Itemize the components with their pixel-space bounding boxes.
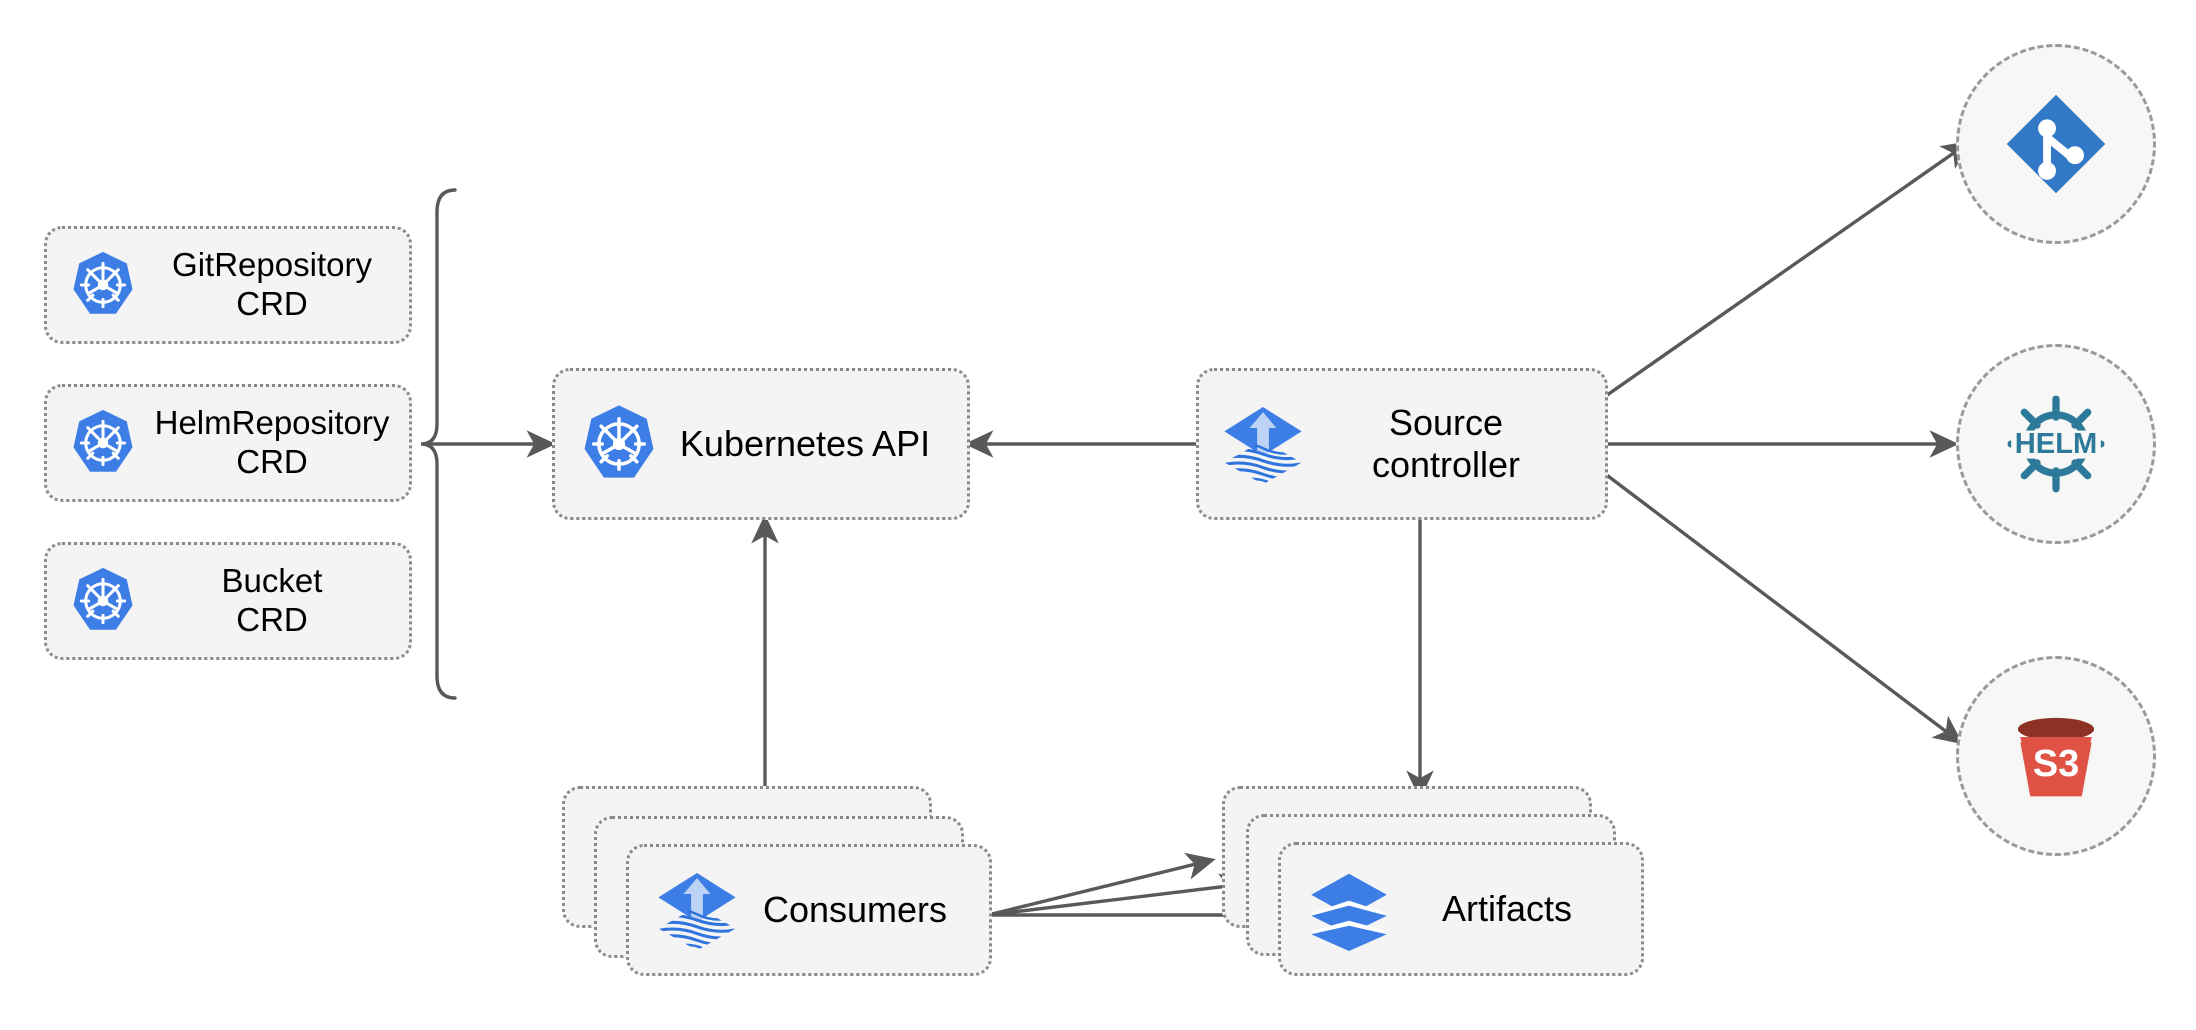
git-icon bbox=[2000, 88, 2112, 200]
edge-consumers-to-artifacts-top bbox=[987, 852, 1216, 917]
source-circle-helm[interactable]: HELM bbox=[1956, 344, 2156, 544]
node-consumers[interactable]: Consumers bbox=[562, 786, 992, 976]
consumers-stack-front[interactable]: Consumers bbox=[626, 844, 992, 976]
crd-card-bucket[interactable]: Bucket CRD bbox=[44, 542, 412, 660]
helm-icon: HELM bbox=[2000, 388, 2112, 500]
crd-group-brace bbox=[420, 188, 457, 700]
layers-icon bbox=[1307, 867, 1391, 951]
node-artifacts[interactable]: Artifacts bbox=[1222, 786, 1652, 976]
flux-icon bbox=[655, 868, 739, 952]
node-label: Consumers bbox=[762, 889, 948, 930]
edge-consumers-to-artifacts-mid bbox=[987, 873, 1249, 917]
crd-card-label: GitRepository CRD bbox=[172, 246, 372, 322]
crd-card-helmrepository[interactable]: HelmRepository CRD bbox=[44, 384, 412, 502]
s3-bucket-icon: S3 bbox=[2000, 700, 2112, 812]
artifacts-stack-front[interactable]: Artifacts bbox=[1278, 842, 1644, 976]
edge-controller-to-s3 bbox=[1598, 468, 1964, 745]
node-label: Artifacts bbox=[1441, 888, 1573, 929]
kubernetes-icon bbox=[577, 402, 661, 486]
source-circle-git[interactable] bbox=[1956, 44, 2156, 244]
edge-controller-to-git bbox=[1599, 140, 1972, 402]
helm-wordmark: HELM bbox=[2015, 428, 2097, 460]
node-label: Kubernetes API bbox=[679, 422, 931, 464]
crd-card-label: Bucket CRD bbox=[221, 562, 323, 638]
node-source-controller[interactable]: Source controller bbox=[1196, 368, 1608, 520]
source-circle-s3[interactable]: S3 bbox=[1956, 656, 2156, 856]
crd-card-gitrepository[interactable]: GitRepository CRD bbox=[44, 226, 412, 344]
kubernetes-icon bbox=[67, 407, 139, 479]
node-kubernetes-api[interactable]: Kubernetes API bbox=[552, 368, 970, 520]
s3-wordmark: S3 bbox=[2033, 743, 2080, 785]
flux-icon bbox=[1221, 402, 1305, 486]
node-label: Source controller bbox=[1371, 401, 1521, 485]
kubernetes-icon bbox=[67, 565, 139, 637]
crd-card-label: HelmRepository CRD bbox=[154, 404, 390, 480]
kubernetes-icon bbox=[67, 249, 139, 321]
